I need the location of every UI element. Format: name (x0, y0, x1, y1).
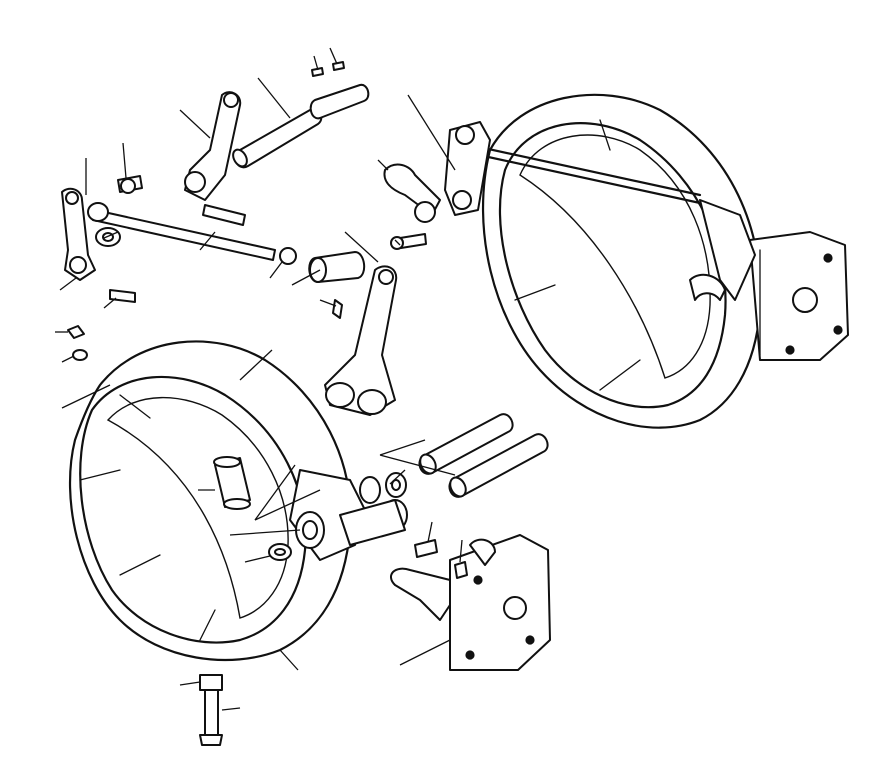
left-small-lever (61, 175, 143, 281)
clevis (308, 251, 366, 319)
spacer-sleeve (213, 456, 251, 510)
pin-shafts-top (232, 83, 370, 169)
left-brake-band (68, 340, 352, 662)
left-band-bracket (289, 469, 408, 561)
upper-lever (184, 91, 246, 226)
pin-shafts-pair (418, 413, 549, 498)
middle-lever (324, 265, 398, 416)
washers-left (67, 325, 88, 361)
right-band-lever (383, 121, 491, 250)
washer-right (385, 472, 407, 498)
right-band-bracket (689, 199, 849, 361)
bottom-bolt (199, 674, 223, 746)
washer-middle (268, 543, 292, 561)
long-rod (87, 202, 297, 303)
leader-lines (55, 47, 463, 711)
right-top-rod (468, 143, 702, 205)
lower-bracket (390, 534, 551, 671)
cotter-pins-top (311, 61, 345, 77)
